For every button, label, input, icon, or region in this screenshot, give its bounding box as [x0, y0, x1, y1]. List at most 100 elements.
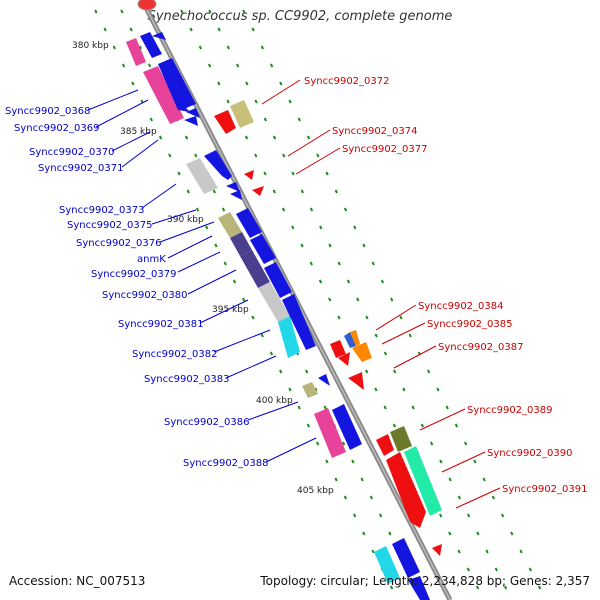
gene-feature[interactable] — [338, 352, 350, 366]
gene-feature[interactable] — [140, 32, 162, 58]
gene-feature[interactable] — [230, 232, 252, 256]
track-tick — [315, 441, 320, 446]
track-tick — [184, 135, 189, 140]
gene-label-forward[interactable]: Syncc9902_0371 — [38, 163, 124, 174]
gene-feature[interactable] — [218, 212, 242, 238]
track-tick — [186, 189, 190, 194]
gene-label-forward[interactable]: Syncc9902_0386 — [164, 417, 250, 428]
track-tick — [411, 405, 415, 410]
gene-feature[interactable] — [282, 294, 316, 350]
track-tick — [392, 423, 397, 428]
gene-feature[interactable] — [314, 408, 346, 458]
gene-feature[interactable] — [186, 158, 218, 194]
gene-feature[interactable] — [330, 340, 346, 358]
gene-feature[interactable] — [143, 66, 184, 124]
gene-feature[interactable] — [240, 250, 270, 288]
gene-feature[interactable] — [230, 190, 242, 200]
gene-label-forward[interactable]: Syncc9902_0381 — [118, 319, 204, 330]
gene-label-reverse[interactable]: Syncc9902_0389 — [467, 405, 553, 416]
track-tick — [272, 135, 277, 140]
gene-feature[interactable] — [244, 170, 254, 180]
track-tick — [341, 441, 346, 446]
track-tick — [168, 153, 172, 158]
gene-label-reverse[interactable]: Syncc9902_0391 — [502, 484, 588, 495]
gene-label-reverse[interactable]: Syncc9902_0387 — [438, 342, 524, 353]
track-tick — [226, 45, 231, 50]
gene-label-forward[interactable]: Syncc9902_0382 — [132, 349, 218, 360]
gene-feature[interactable] — [432, 544, 442, 556]
gene-label-forward[interactable]: Syncc9902_0375 — [67, 220, 153, 231]
gene-label-reverse[interactable]: Syncc9902_0384 — [418, 301, 504, 312]
track-tick — [251, 315, 255, 320]
gene-label-forward[interactable]: Syncc9902_0388 — [183, 458, 269, 469]
gene-feature[interactable] — [184, 116, 198, 126]
gene-feature[interactable] — [408, 576, 430, 600]
track-tick — [316, 153, 320, 158]
gene-feature[interactable] — [390, 426, 412, 452]
track-tick — [457, 495, 462, 500]
track-tick — [309, 261, 313, 266]
gene-feature[interactable] — [374, 546, 400, 584]
gene-feature[interactable] — [126, 38, 146, 66]
track-tick — [420, 423, 425, 428]
track-tick — [500, 513, 505, 518]
gene-feature[interactable] — [152, 32, 166, 40]
gene-feature[interactable] — [404, 446, 442, 516]
track-tick — [306, 423, 311, 428]
callout-line — [295, 147, 341, 175]
gene-label-forward[interactable]: Syncc9902_0380 — [102, 290, 188, 301]
track-tick — [454, 423, 459, 428]
gene-feature[interactable] — [258, 282, 290, 322]
gene-feature[interactable] — [348, 372, 364, 390]
scale-label: 385 kbp — [120, 127, 157, 137]
scale-label: 400 kbp — [256, 396, 293, 406]
gene-feature[interactable] — [214, 110, 236, 134]
gene-feature[interactable] — [264, 262, 292, 298]
gene-feature[interactable] — [302, 382, 318, 398]
gene-label-forward[interactable]: Syncc9902_0376 — [76, 238, 162, 249]
gene-feature[interactable] — [230, 100, 254, 128]
gene-feature[interactable] — [158, 58, 196, 112]
gene-label-reverse[interactable]: Syncc9902_0390 — [487, 448, 573, 459]
gene-feature[interactable] — [318, 374, 330, 386]
track-tick — [503, 585, 508, 590]
gene-feature[interactable] — [350, 330, 360, 346]
gene-feature[interactable] — [332, 404, 362, 450]
gene-label-reverse[interactable]: Syncc9902_0374 — [332, 126, 418, 137]
gene-label-reverse[interactable]: Syncc9902_0385 — [427, 319, 513, 330]
gene-label-reverse[interactable]: Syncc9902_0372 — [304, 76, 390, 87]
track-tick — [254, 99, 258, 104]
gene-feature[interactable] — [278, 316, 300, 358]
gene-feature[interactable] — [204, 150, 232, 180]
gene-label-forward[interactable]: Syncc9902_0369 — [14, 123, 100, 134]
gene-label-forward[interactable]: Syncc9902_0373 — [59, 205, 145, 216]
track-tick — [393, 369, 397, 374]
track-tick — [439, 459, 443, 464]
track-tick — [291, 171, 295, 176]
gene-label-forward[interactable]: Syncc9902_0379 — [91, 269, 177, 280]
gene-label-reverse[interactable]: Syncc9902_0377 — [342, 144, 428, 155]
gene-feature[interactable] — [252, 186, 264, 196]
gene-feature[interactable] — [386, 452, 426, 528]
gene-label-forward[interactable]: Syncc9902_0370 — [29, 147, 115, 158]
gene-feature[interactable] — [344, 332, 356, 348]
track-tick — [519, 549, 523, 554]
gene-feature[interactable] — [186, 108, 200, 118]
track-tick — [120, 9, 124, 14]
gene-label-forward[interactable]: anmK — [137, 254, 166, 265]
track-tick — [528, 567, 532, 572]
gene-feature[interactable] — [376, 434, 394, 456]
gene-feature[interactable] — [226, 182, 240, 192]
gene-feature[interactable] — [392, 538, 420, 578]
gene-feature[interactable] — [236, 208, 262, 238]
callout-line — [111, 131, 151, 152]
gene-label-forward[interactable]: Syncc9902_0368 — [5, 106, 91, 117]
reverse-strand-genes — [214, 100, 442, 556]
callout-line — [393, 345, 437, 369]
gene-feature[interactable] — [352, 342, 372, 362]
gene-feature[interactable] — [250, 234, 276, 264]
callout-line — [419, 408, 466, 431]
gene-label-forward[interactable]: Syncc9902_0383 — [144, 374, 230, 385]
track-tick — [306, 135, 311, 140]
reverse-gene-labels: Syncc9902_0372 Syncc9902_0374 Syncc9902_… — [304, 76, 588, 495]
